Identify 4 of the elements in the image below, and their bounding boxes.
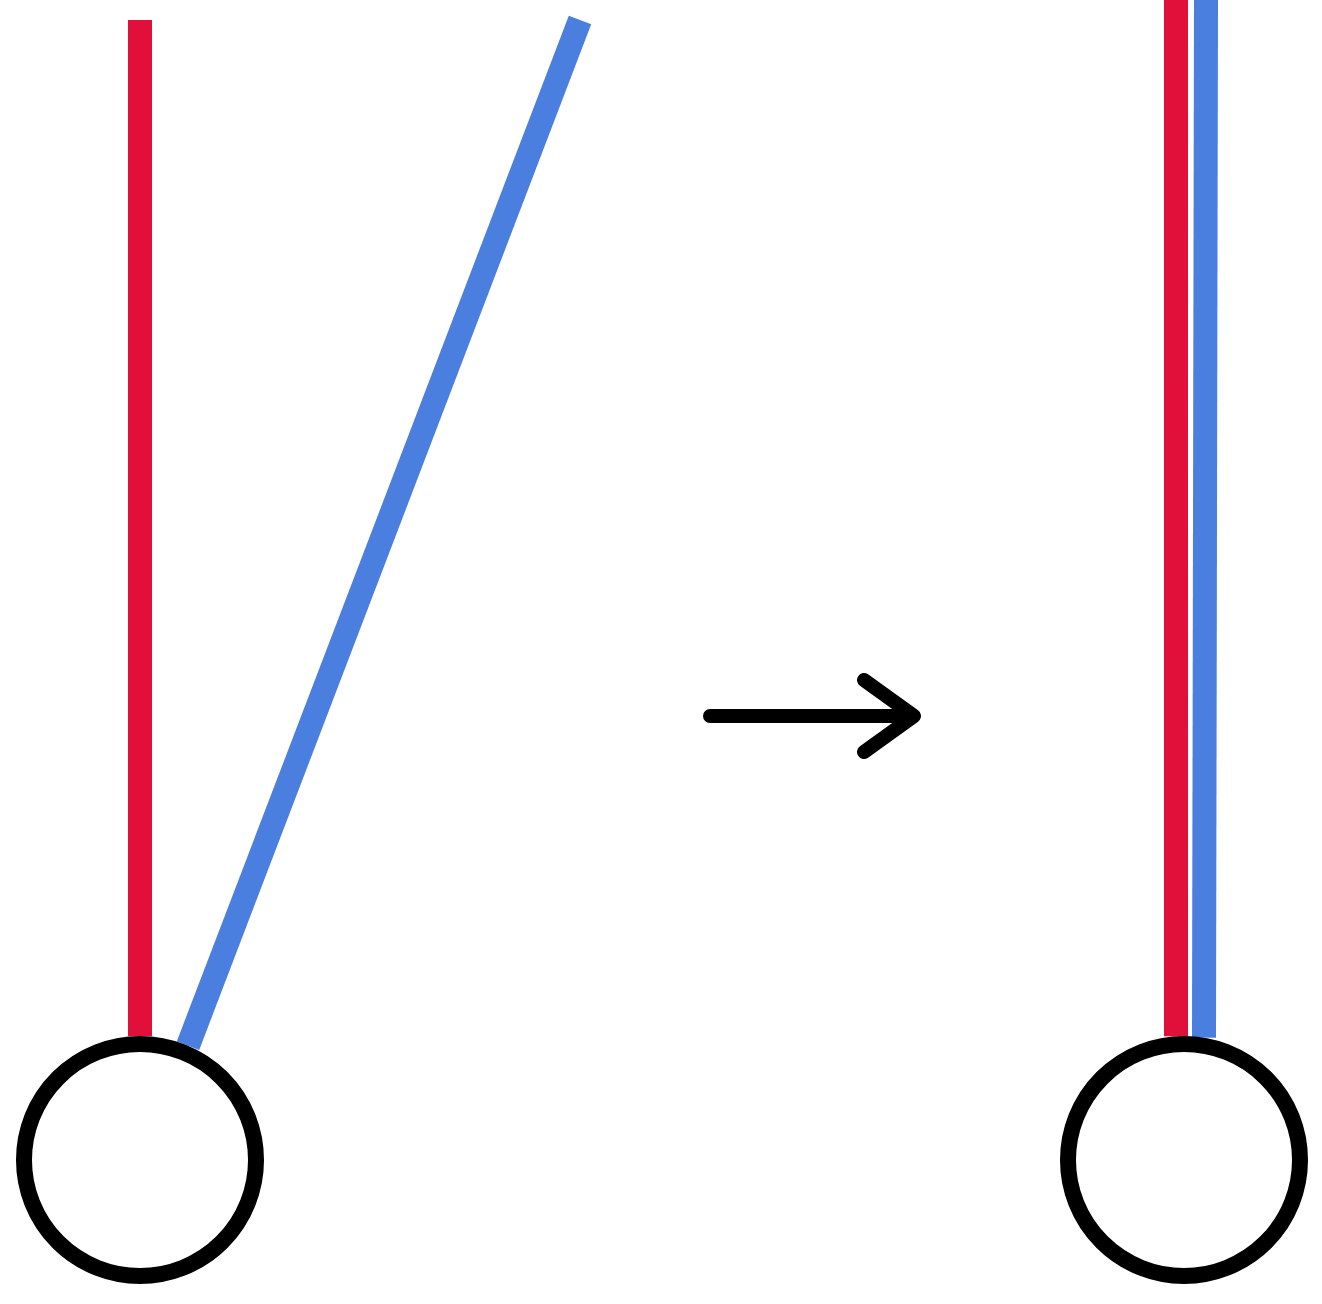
line [1164, 0, 1188, 1037]
line [128, 20, 152, 1036]
line [176, 15, 592, 1050]
line [1192, 0, 1218, 1038]
